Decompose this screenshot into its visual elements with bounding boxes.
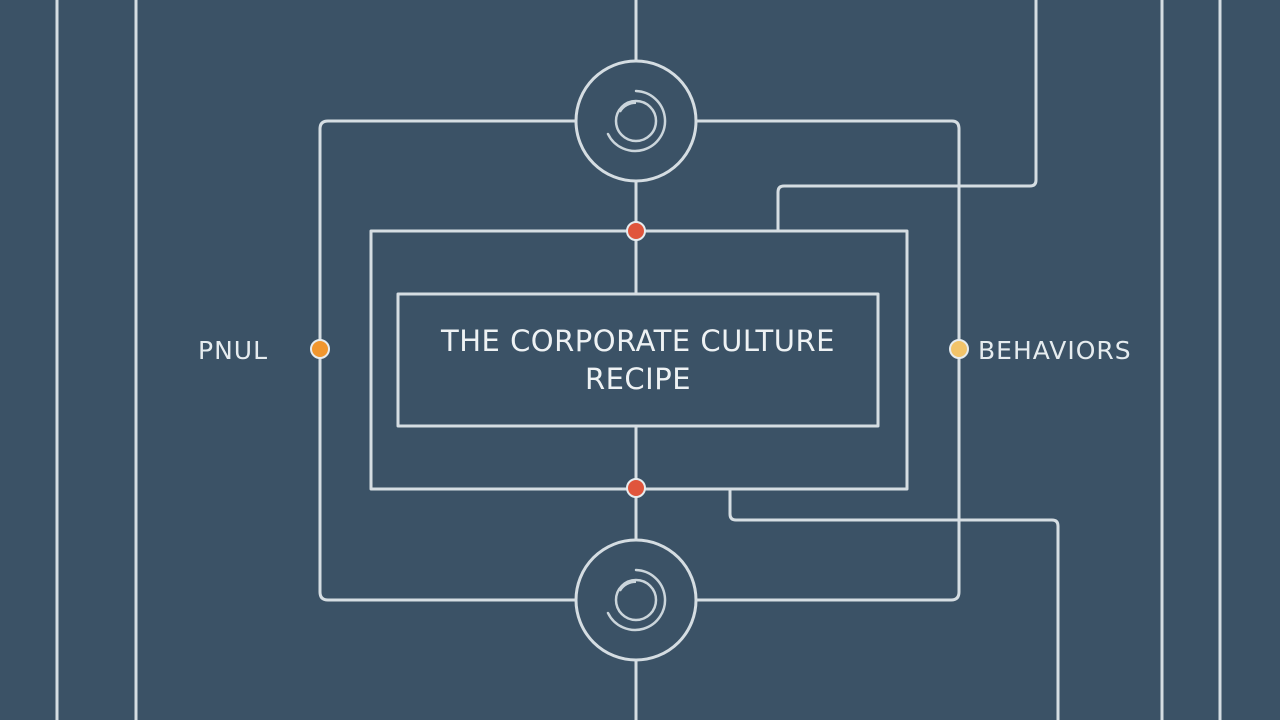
top-ring-outer	[574, 59, 698, 183]
left-junction-dot	[310, 339, 330, 359]
bottom-ring-inner	[614, 578, 658, 622]
bottom-ring-arc-outer	[606, 568, 667, 632]
top-junction-dot	[626, 221, 646, 241]
bottom-junction-dot	[626, 478, 646, 498]
bottom-ring-node	[574, 538, 698, 662]
title-frame	[396, 292, 880, 428]
top-ring-node	[574, 59, 698, 183]
concentric-ring-icon	[606, 89, 667, 153]
bottom-ring-arc-inner	[619, 580, 637, 592]
top-ring-inner	[614, 99, 658, 143]
right-loop-connector	[694, 119, 961, 602]
concentric-ring-icon	[606, 568, 667, 632]
lower-right-route	[728, 487, 1060, 720]
title-line-1: THE CORPORATE CULTURE	[441, 324, 835, 358]
right-junction-dot	[949, 339, 969, 359]
top-ring-arc-inner	[619, 101, 637, 113]
diagram-title: THE CORPORATE CULTURE RECIPE	[398, 294, 878, 426]
right-label: BEHAVIORS	[978, 336, 1132, 365]
left-label: PNUL	[198, 336, 269, 365]
title-line-2: RECIPE	[584, 362, 692, 396]
upper-right-route	[776, 0, 1038, 232]
top-ring-arc-outer	[606, 89, 667, 153]
bottom-ring-outer	[574, 538, 698, 662]
left-loop-connector	[318, 119, 578, 602]
